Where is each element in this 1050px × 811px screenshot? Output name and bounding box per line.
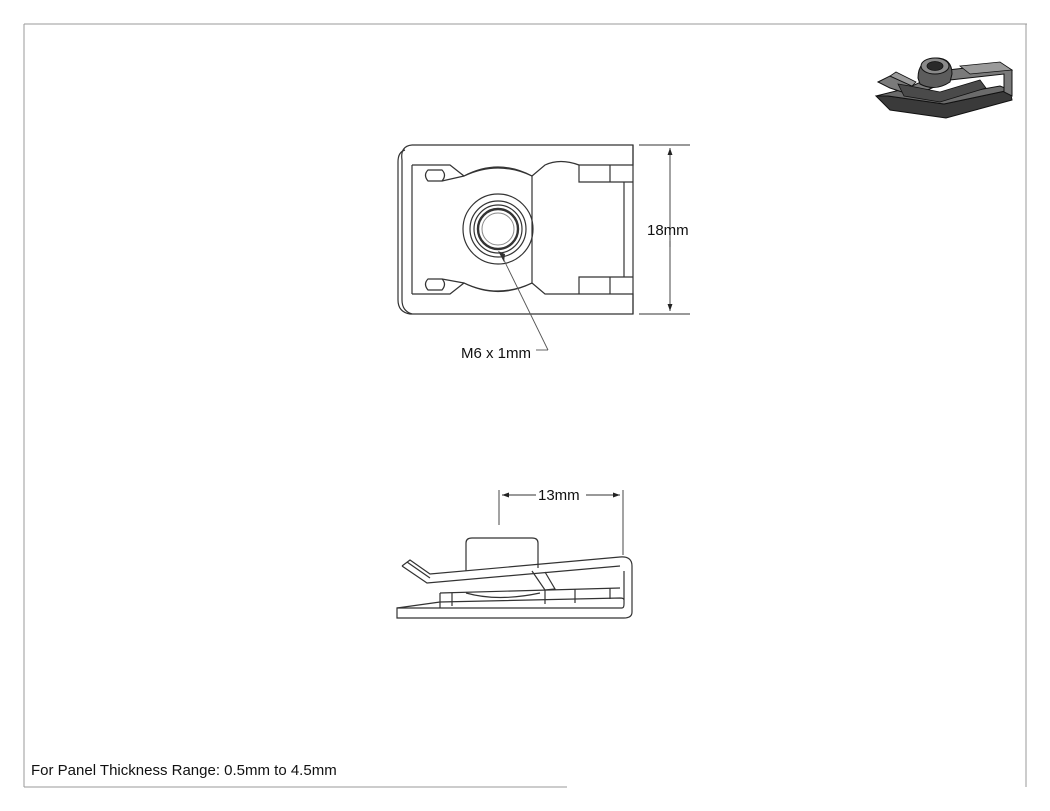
- top-view: [397, 144, 634, 315]
- isometric-preview: [874, 57, 1014, 119]
- width-dimension-label: 13mm: [538, 487, 580, 504]
- thread-callout-label: M6 x 1mm: [461, 345, 531, 362]
- thread-leader: [498, 251, 549, 351]
- side-view: [396, 537, 633, 619]
- height-dimension-label: 18mm: [647, 222, 689, 239]
- sheet-border: [23, 23, 1027, 788]
- height-dimension: [639, 144, 690, 315]
- panel-thickness-note: For Panel Thickness Range: 0.5mm to 4.5m…: [31, 762, 337, 779]
- width-dimension: [498, 490, 624, 555]
